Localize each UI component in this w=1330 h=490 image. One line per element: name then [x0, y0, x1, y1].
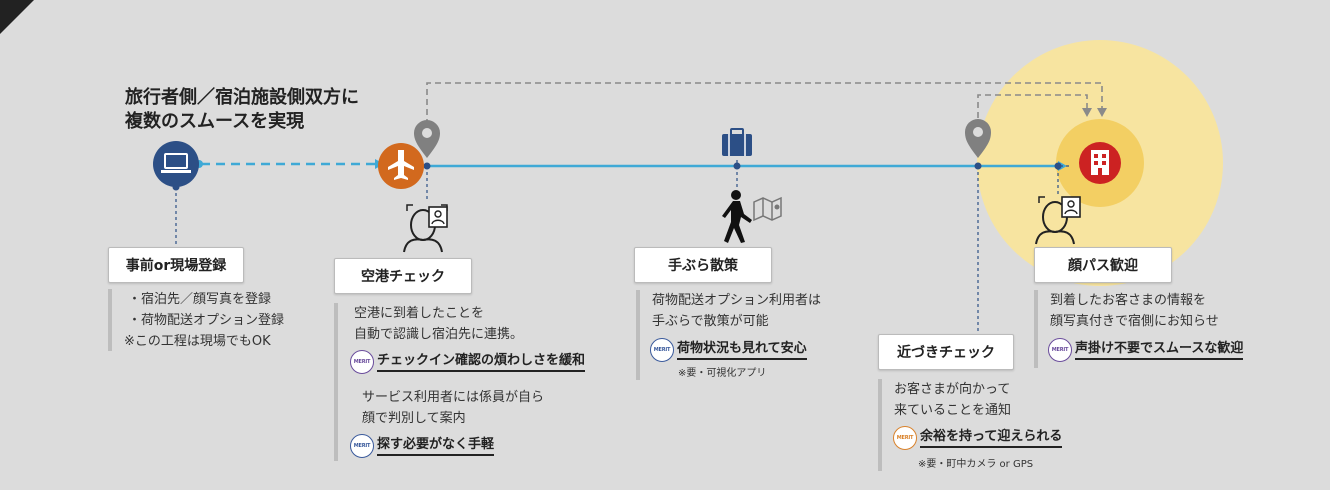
stage-walk-description: 荷物配送オプション利用者は 手ぶらで散策が可能 — [636, 290, 821, 380]
connector-dot — [733, 162, 741, 170]
description-line: 荷物配送オプション利用者は — [652, 293, 822, 308]
description-note: ※この工程は現場でもOK — [124, 334, 271, 349]
suitcase-icon — [722, 128, 752, 156]
stage-airport-description-2: サービス利用者には係員が自ら 顔で判別して案内 — [334, 387, 544, 429]
merit-text: 声掛け不要でスムースな歓迎 — [1075, 340, 1244, 360]
merit-airport-1: MERIT チェックイン確認の煩わしさを緩和 — [350, 350, 586, 374]
stage-approach-description: お客さまが向かって 来ていることを通知 — [878, 379, 1011, 471]
stage-approach-note: ※要・町中カメラ or GPS — [918, 459, 1034, 470]
arrowhead — [1097, 108, 1107, 117]
merit-airport-2: MERIT 探す必要がなく手軽 — [350, 434, 495, 458]
description-line: 顔写真付きで宿側にお知らせ — [1050, 314, 1219, 329]
merit-text: 荷物状況も見れて安心 — [677, 340, 807, 360]
merit-text: 探す必要がなく手軽 — [377, 436, 495, 456]
laptop-icon — [153, 141, 199, 187]
stage-register-description: ・宿泊先／顔写真を登録 ・荷物配送オプション登録 ※この工程は現場でもOK — [108, 289, 284, 351]
stage-welcome-description: 到着したお客さまの情報を 顔写真付きで宿側にお知らせ — [1034, 290, 1219, 368]
description-line: お客さまが向かって — [894, 382, 1011, 397]
merit-badge-icon: MERIT — [350, 434, 374, 458]
walking-person-icon — [722, 190, 752, 243]
description-line: 顔で判別して案内 — [362, 411, 466, 426]
hotel-building-icon — [1079, 142, 1121, 184]
connector-dot — [974, 162, 982, 170]
merit-badge-icon: MERIT — [350, 350, 374, 374]
headline-line-2: 複数のスムースを実現 — [125, 111, 305, 132]
map-icon — [753, 196, 782, 222]
connector — [1057, 165, 1069, 195]
merit-walk: MERIT 荷物状況も見れて安心 — [650, 338, 807, 362]
stage-register-label: 事前or現場登録 — [108, 247, 244, 283]
headline-line-1: 旅行者側／宿泊施設側双方に — [125, 87, 359, 108]
notify-dashed-arrow-1 — [426, 82, 1103, 125]
merit-badge-icon: MERIT — [1048, 338, 1072, 362]
map-pin-icon — [965, 119, 991, 158]
stage-airport-description: 空港に到着したことを 自動で認識し宿泊先に連携。 — [334, 303, 523, 461]
description-line: 到着したお客さまの情報を — [1050, 293, 1207, 308]
description-line: サービス利用者には係員が自ら — [362, 390, 545, 405]
corner-accent — [0, 0, 34, 34]
stage-walk-note: ※要・可視化アプリ — [678, 368, 767, 379]
face-recognition-icon — [1035, 196, 1081, 245]
description-line: ・宿泊先／顔写真を登録 — [128, 292, 272, 307]
description-line: 空港に到着したことを — [354, 306, 485, 321]
merit-badge-icon: MERIT — [893, 426, 917, 450]
description-line: ・荷物配送オプション登録 — [128, 313, 285, 328]
description-line: 来ていることを通知 — [894, 403, 1012, 418]
merit-approach: MERIT 余裕を持って迎えられる — [893, 426, 1063, 450]
face-recognition-icon — [403, 204, 448, 253]
airplane-icon — [378, 143, 424, 189]
headline: 旅行者側／宿泊施設側双方に 複数のスムースを実現 — [125, 86, 359, 134]
arrowhead — [1082, 108, 1092, 117]
stage-approach-label: 近づきチェック — [878, 334, 1014, 370]
stage-walk-label: 手ぶら散策 — [634, 247, 772, 283]
connector-dot — [423, 162, 431, 170]
notify-dashed-arrow-2 — [977, 94, 1088, 118]
stage-airport-label: 空港チェック — [334, 258, 472, 294]
description-line: 自動で認識し宿泊先に連携。 — [354, 327, 524, 342]
stage-welcome-label: 顔パス歓迎 — [1034, 247, 1172, 283]
description-line: 手ぶらで散策が可能 — [652, 314, 769, 329]
merit-badge-icon: MERIT — [650, 338, 674, 362]
map-pin-icon — [414, 120, 440, 158]
connector-dot — [1054, 162, 1062, 170]
merit-text: 余裕を持って迎えられる — [920, 428, 1063, 448]
merit-text: チェックイン確認の煩わしさを緩和 — [377, 352, 586, 372]
merit-welcome: MERIT 声掛け不要でスムースな歓迎 — [1048, 338, 1244, 362]
